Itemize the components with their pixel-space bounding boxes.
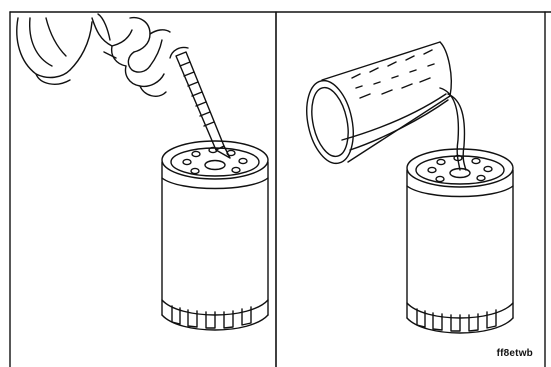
cup-icon bbox=[17, 18, 92, 84]
hand-icon bbox=[92, 14, 170, 96]
figure-caption: ff8etwb bbox=[497, 348, 533, 359]
left-panel bbox=[17, 14, 268, 330]
panel-frame bbox=[10, 12, 551, 367]
oil-filter-icon bbox=[407, 149, 513, 333]
right-panel bbox=[300, 42, 513, 333]
measuring-beaker-icon bbox=[300, 42, 452, 168]
oil-filter-icon bbox=[162, 141, 268, 330]
